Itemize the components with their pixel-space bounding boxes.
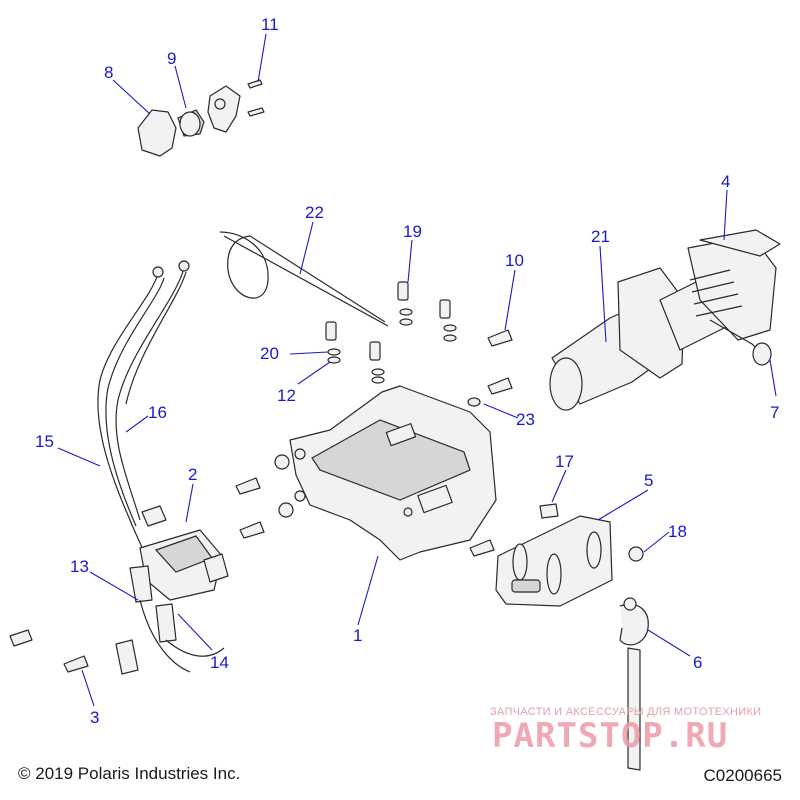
drawing-code: C0200665 (703, 766, 782, 785)
winch-mount-bracket-part (289, 385, 497, 561)
callout-18: 18 (668, 522, 687, 541)
cable-tie-part (219, 231, 389, 327)
callout-labels: 8 9 11 4 21 22 19 10 20 12 7 23 16 15 2 … (35, 15, 779, 727)
callout-1: 1 (353, 626, 362, 645)
hook-strap-part (619, 597, 649, 771)
callout-8: 8 (104, 63, 113, 82)
watermark-logo: PARTSTOP.RU (492, 716, 729, 756)
leader-lines (57, 33, 777, 707)
contactor-wiring-part (97, 260, 229, 675)
callout-20: 20 (260, 344, 279, 363)
callout-19: 19 (403, 222, 422, 241)
callout-21: 21 (591, 227, 610, 246)
callout-12: 12 (277, 386, 296, 405)
watermark-tagline: ЗАПЧАСТИ И АКСЕССУАРЫ ДЛЯ МОТОТЕХНИКИ (490, 706, 762, 718)
callout-22: 22 (305, 203, 324, 222)
callout-2: 2 (188, 465, 197, 484)
callout-9: 9 (167, 49, 176, 68)
callout-13: 13 (70, 557, 89, 576)
callout-15: 15 (35, 432, 54, 451)
callout-3: 3 (90, 708, 99, 727)
callout-11: 11 (261, 15, 279, 34)
switch-housing-part (137, 79, 265, 157)
callout-17: 17 (555, 452, 574, 471)
callout-6: 6 (693, 653, 702, 672)
callout-7: 7 (770, 403, 779, 422)
callout-16: 16 (148, 403, 167, 422)
winch-part (549, 229, 781, 411)
callout-5: 5 (644, 471, 653, 490)
callout-23: 23 (516, 410, 535, 429)
copyright-notice: © 2019 Polaris Industries Inc. (18, 764, 241, 783)
fasteners (9, 281, 644, 673)
callout-14: 14 (210, 653, 229, 672)
roller-fairlead-part (495, 515, 613, 607)
callout-4: 4 (721, 172, 730, 191)
callout-10: 10 (505, 251, 524, 270)
